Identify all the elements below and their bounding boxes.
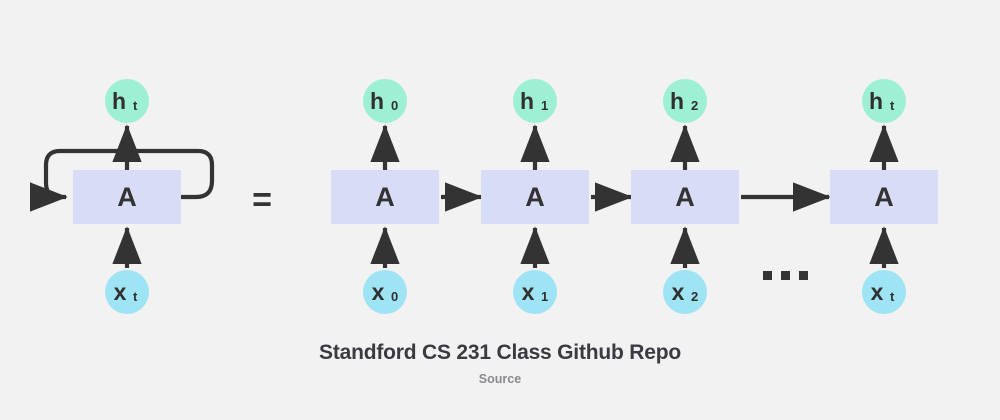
hidden-state-label-0: h: [370, 88, 384, 114]
hidden-state-sublabel-0: 0: [391, 98, 398, 113]
ellipsis-dot-2: [781, 271, 790, 280]
input-sublabel-2: 2: [691, 289, 698, 304]
unrolled-cell-box-1[interactable]: [481, 170, 589, 224]
folded-output-sublabel: t: [133, 98, 138, 113]
hidden-state-circle-0[interactable]: [363, 79, 407, 123]
folded-rnn-group: A h t x t: [29, 79, 215, 314]
unrolled-cell-box-2[interactable]: [631, 170, 739, 224]
hidden-state-circle-1[interactable]: [513, 79, 557, 123]
hidden-state-label-1: h: [520, 88, 534, 114]
hidden-state-label-2: h: [670, 88, 684, 114]
caption-block: Standford CS 231 Class Github Repo Sourc…: [0, 340, 1000, 387]
unrolled-cell-box-0[interactable]: [331, 170, 439, 224]
unrolled-cell-box-t[interactable]: [830, 170, 938, 224]
caption-title: Standford CS 231 Class Github Repo: [319, 341, 681, 364]
hidden-state-sublabel-t: t: [890, 98, 895, 113]
hidden-state-circle-t[interactable]: [862, 79, 906, 123]
unrolled-cell-label-2: A: [675, 182, 695, 212]
hidden-state-label-t: h: [869, 88, 883, 114]
folded-input-sublabel: t: [133, 289, 138, 304]
unrolled-cell-label-0: A: [375, 182, 395, 212]
input-sublabel-t: t: [890, 289, 895, 304]
input-circle-2[interactable]: [663, 270, 707, 314]
ellipsis-dot-1: [763, 271, 772, 280]
input-sublabel-1: 1: [541, 289, 548, 304]
caption-source-link[interactable]: Source: [478, 372, 522, 386]
equals-sign: =: [252, 181, 272, 219]
folded-cell-box[interactable]: [73, 170, 181, 224]
input-label-t: x: [871, 279, 884, 305]
folded-input-circle[interactable]: [105, 270, 149, 314]
input-label-1: x: [522, 279, 535, 305]
unrolled-cell-label-1: A: [525, 182, 545, 212]
unrolled-cell-t-group: A h t x t: [830, 79, 938, 314]
input-circle-0[interactable]: [363, 270, 407, 314]
hidden-state-circle-2[interactable]: [663, 79, 707, 123]
folded-input-label: x: [114, 279, 127, 305]
input-circle-1[interactable]: [513, 270, 557, 314]
input-label-0: x: [372, 279, 385, 305]
input-sublabel-0: 0: [391, 289, 398, 304]
ellipsis-dots: [763, 271, 808, 280]
unrolled-cell-1-group: A h 1 x 1: [481, 79, 589, 314]
hidden-state-sublabel-1: 1: [541, 98, 548, 113]
ellipsis-dot-3: [799, 271, 808, 280]
folded-output-circle[interactable]: [105, 79, 149, 123]
folded-output-label: h: [112, 88, 126, 114]
unrolled-cell-0-group: A h 0 x 0: [331, 79, 439, 314]
unrolled-cell-label-t: A: [874, 182, 894, 212]
unrolled-cell-2-group: A h 2 x 2: [631, 79, 739, 314]
input-label-2: x: [672, 279, 685, 305]
input-circle-t[interactable]: [862, 270, 906, 314]
folded-cell-label: A: [117, 182, 137, 212]
hidden-state-sublabel-2: 2: [691, 98, 698, 113]
